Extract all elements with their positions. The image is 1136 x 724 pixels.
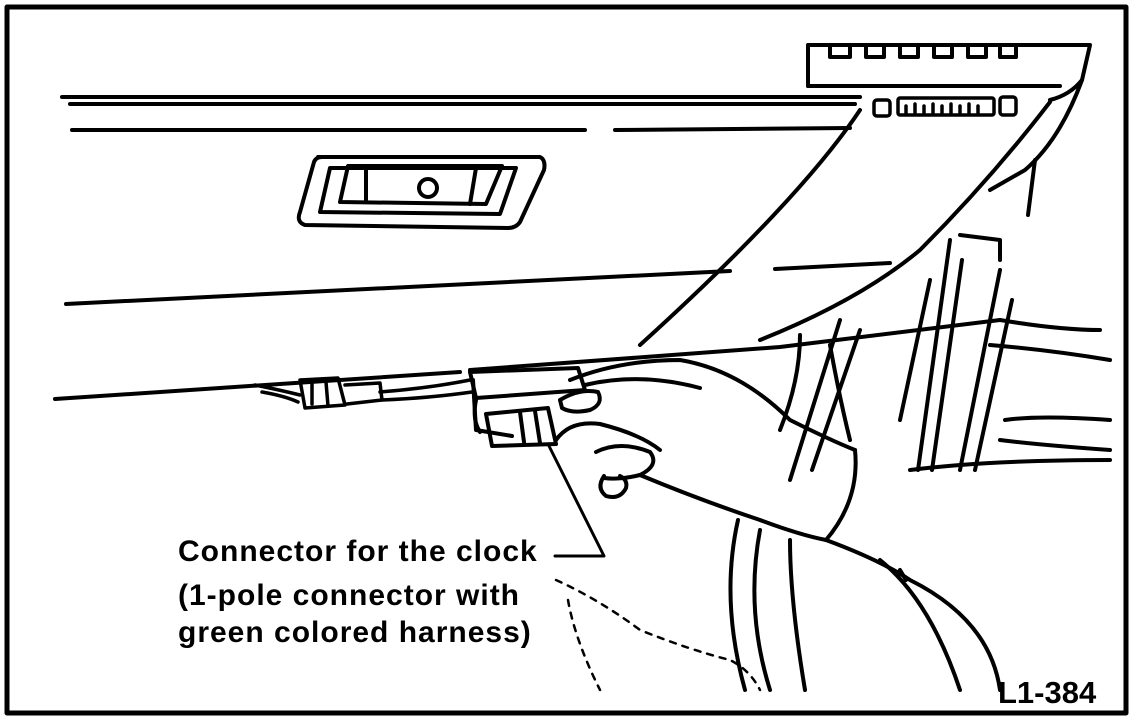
callout-leader <box>546 442 606 558</box>
dashboard-top-lines <box>60 95 862 132</box>
gauge-strip <box>872 95 1018 118</box>
instrument-bezel <box>806 43 1092 102</box>
callout-label-line-2: (1-pole connector with <box>178 579 521 612</box>
figure-frame <box>4 4 1129 716</box>
dash-side-panel <box>638 78 1084 347</box>
glovebox-handle <box>296 155 547 230</box>
clock-connector <box>468 366 587 448</box>
callout-label-line-1: Connector for the clock <box>178 535 538 568</box>
dashed-harness-trail <box>554 578 762 692</box>
wiring-harness <box>253 376 474 410</box>
hands <box>554 358 858 542</box>
sleeve <box>728 518 1002 692</box>
callout-label-line-3: green colored harness) <box>178 616 532 649</box>
door-and-pillars <box>778 238 1112 482</box>
figure-number: L1-384 <box>998 675 1097 710</box>
